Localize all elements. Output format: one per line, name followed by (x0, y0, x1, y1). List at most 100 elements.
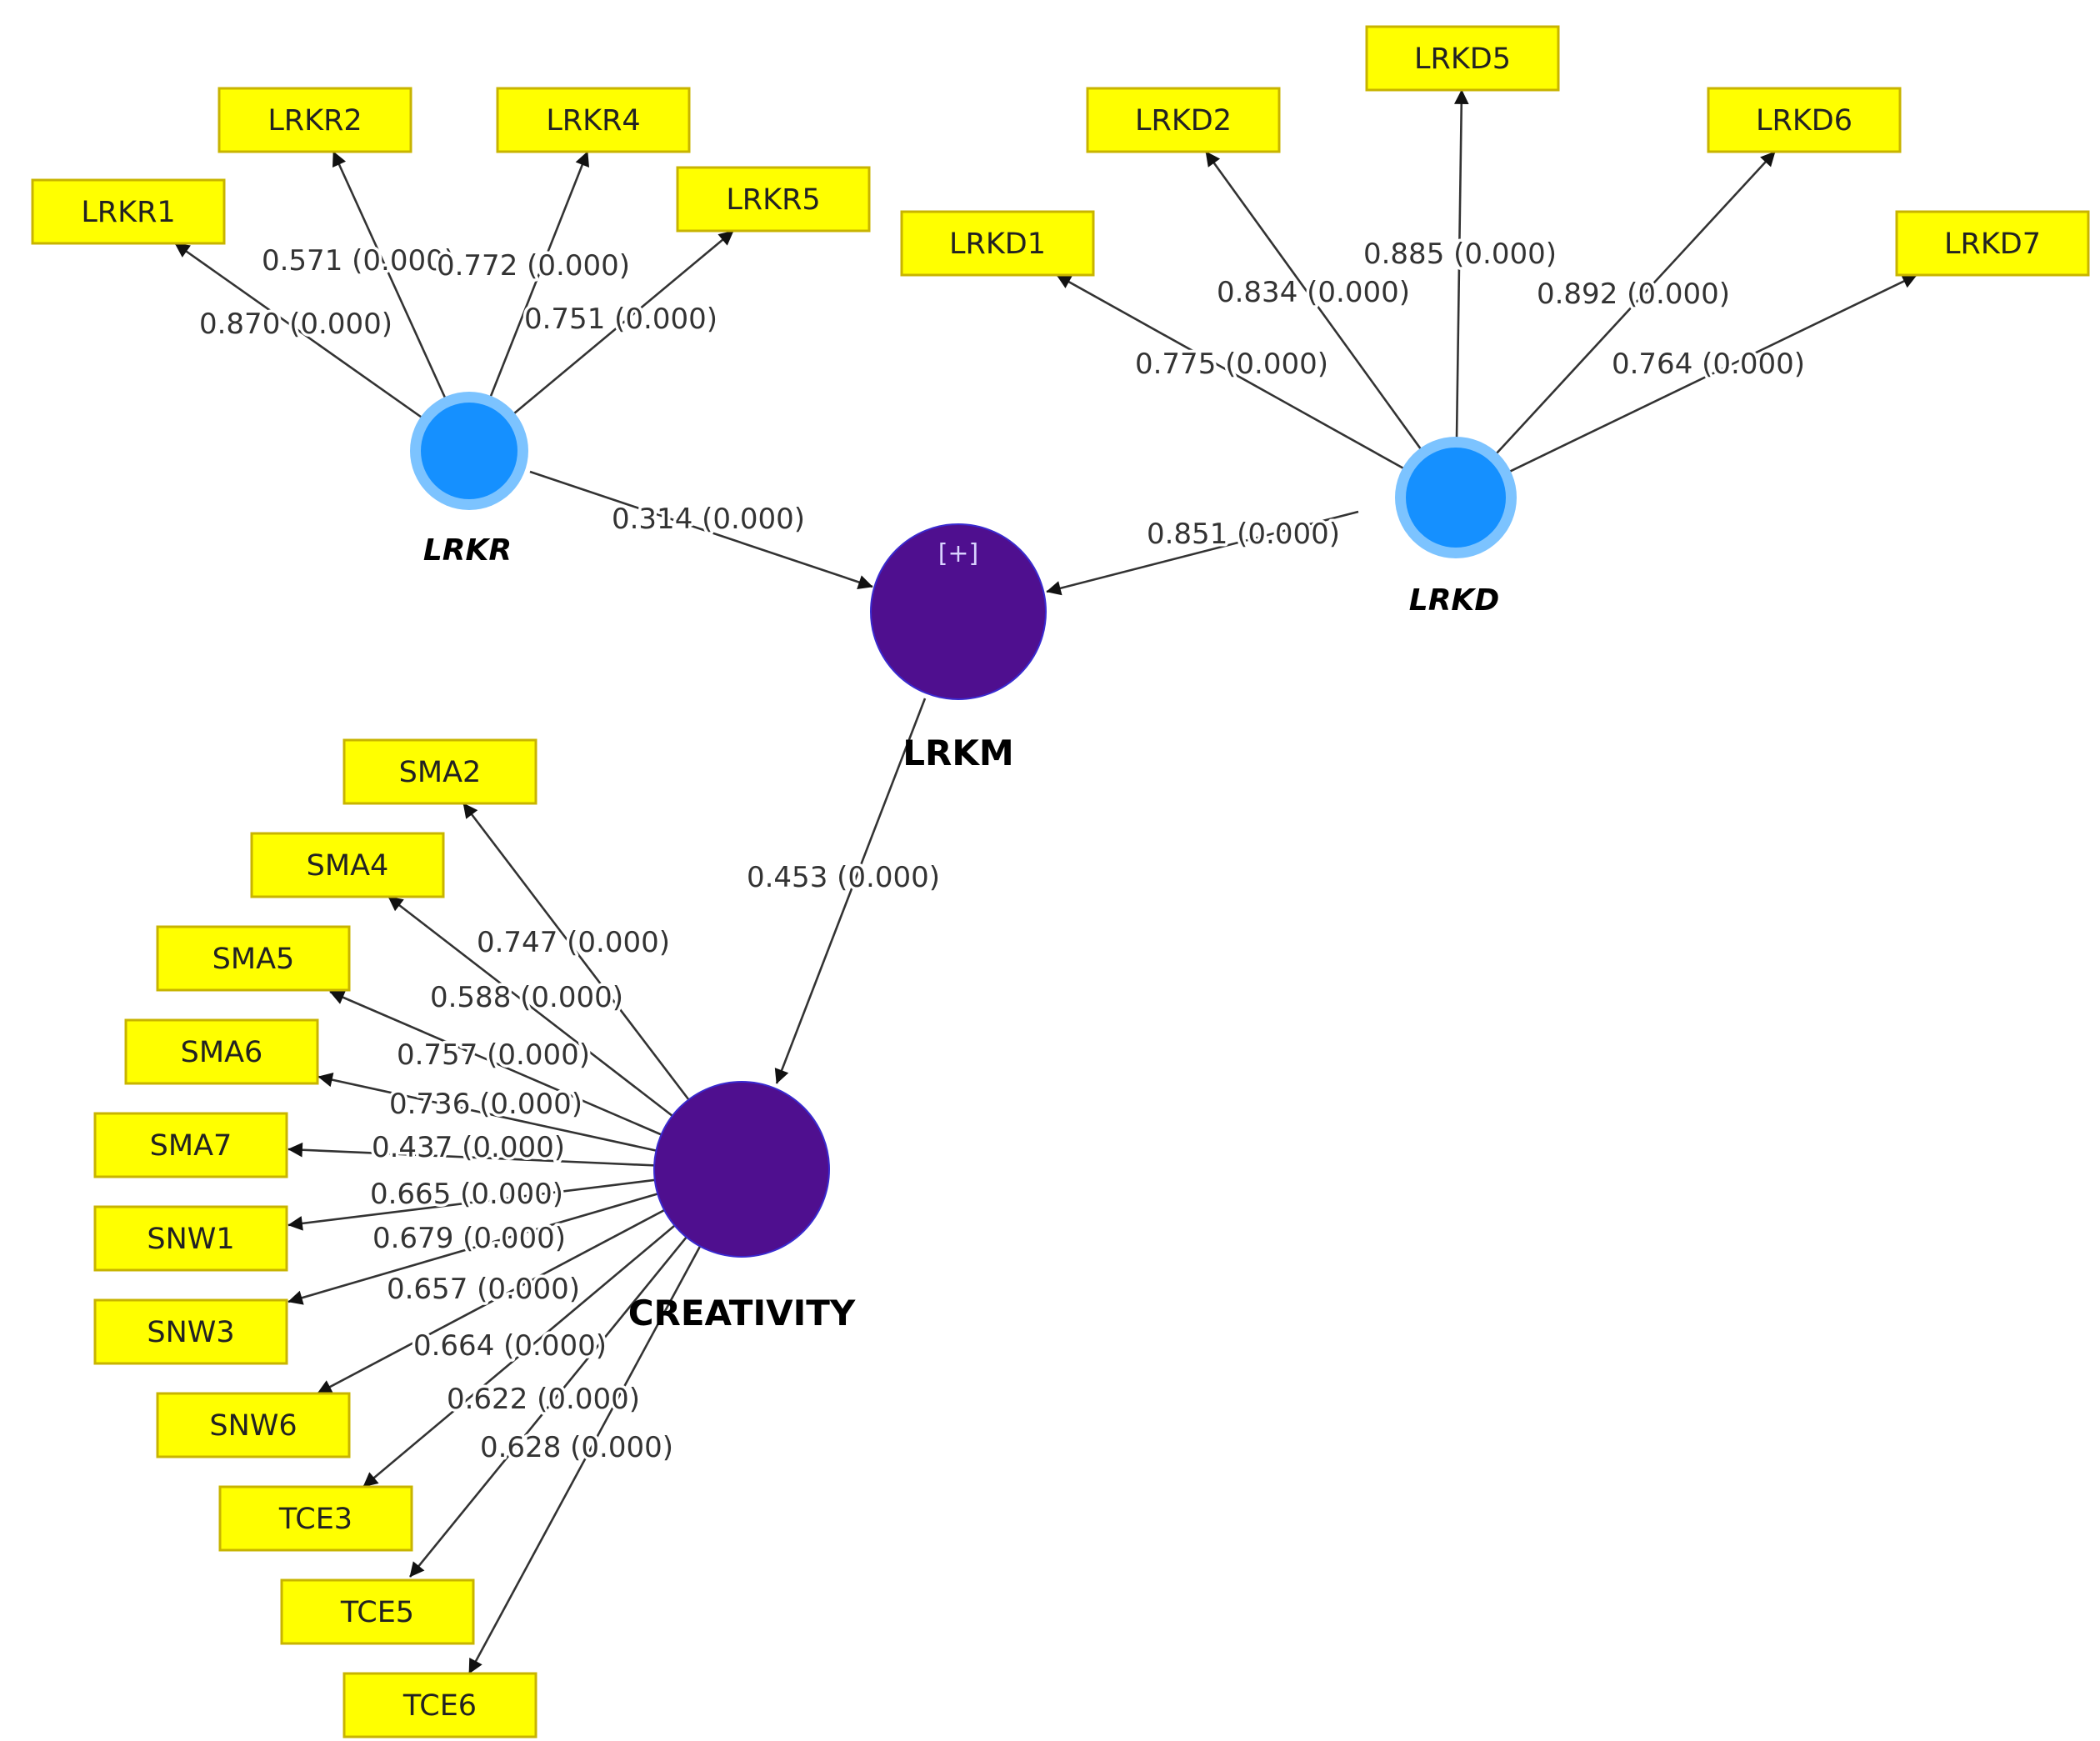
path-coefficient-lrkd-to-lrkm: 0.851 (0.000) (1147, 518, 1340, 551)
indicator-label: SMA6 (181, 1036, 263, 1069)
indicator-box[interactable] (93, 1112, 288, 1178)
loading-arrow-snw6 (317, 1205, 672, 1395)
loading-value-lrkr4: 0.772 (0.000) (437, 249, 630, 283)
construct-circle[interactable] (1406, 448, 1506, 548)
loading-arrow-lrkr2 (332, 151, 448, 403)
indicator-label: LRKD2 (1135, 104, 1232, 138)
indicator-tce3[interactable]: TCE3 (218, 1485, 413, 1552)
loading-arrow-lrkd5 (1454, 89, 1469, 442)
loading-value-lrkr2: 0.571 (0.000) (262, 244, 455, 278)
indicator-box[interactable] (93, 1298, 288, 1365)
indicator-box[interactable] (1365, 25, 1560, 92)
indicator-tce6[interactable]: TCE6 (342, 1672, 538, 1738)
indicator-box[interactable] (280, 1578, 475, 1645)
indicator-box[interactable] (124, 1018, 319, 1085)
loading-value-tce6: 0.628 (0.000) (480, 1431, 673, 1464)
indicator-box[interactable] (342, 738, 538, 805)
indicator-box[interactable] (676, 166, 871, 233)
indicator-label: TCE5 (340, 1596, 414, 1629)
indicator-box[interactable] (218, 1485, 413, 1552)
loading-value-tce5: 0.622 (0.000) (447, 1383, 640, 1416)
indicator-label: SMA5 (212, 943, 295, 976)
indicator-box[interactable] (900, 210, 1095, 277)
indicator-label: LRKD5 (1414, 43, 1511, 76)
indicator-box[interactable] (1895, 210, 2090, 277)
indicator-lrkr2[interactable]: LRKR2 (218, 87, 412, 153)
indicator-box[interactable] (31, 178, 226, 245)
construct-label: CREATIVITY (628, 1293, 856, 1333)
construct-circle[interactable] (653, 1081, 830, 1258)
edge-labels-layer: 0.870 (0.000) 0.571 (0.000)0.772 (0.000) 0… (196, 235, 1808, 1468)
loading-value-sma7: 0.437 (0.000) (372, 1131, 565, 1164)
loading-value-lrkr1: 0.870 (0.000) (199, 308, 392, 341)
loading-value-sma5: 0.757 (0.000) (397, 1038, 590, 1072)
indicator-sma5[interactable]: SMA5 (156, 925, 351, 992)
indicator-box[interactable] (156, 1392, 351, 1458)
loading-arrow-sma4 (388, 895, 679, 1122)
indicator-lrkd6[interactable]: LRKD6 (1707, 87, 1902, 153)
loading-value-lrkd7: 0.764 (0.000) (1612, 348, 1805, 381)
loading-arrow-tce5 (408, 1231, 692, 1578)
loading-arrow-snw3 (288, 1190, 665, 1305)
indicator-box[interactable] (156, 925, 351, 992)
construct-lrkd[interactable]: LRKD (1395, 437, 1517, 618)
construct-circle[interactable] (870, 523, 1047, 700)
indicator-box[interactable] (496, 87, 691, 153)
indicator-box[interactable] (1086, 87, 1281, 153)
path-arrow-lrkr-to-lrkm (529, 470, 873, 590)
loading-value-snw6: 0.657 (0.000) (387, 1273, 580, 1306)
indicator-lrkd5[interactable]: LRKD5 (1365, 25, 1560, 92)
construct-label: LRKR (423, 533, 512, 568)
indicator-label: LRKR1 (81, 196, 175, 229)
construct-lrkm[interactable]: [+] LRKM (870, 523, 1047, 773)
loading-value-sma6: 0.736 (0.000) (389, 1088, 582, 1121)
indicator-label: LRKD7 (1944, 228, 2041, 261)
indicator-label: SMA7 (150, 1129, 232, 1163)
loading-value-lrkd2: 0.834 (0.000) (1217, 276, 1410, 309)
indicator-box[interactable] (218, 87, 412, 153)
indicator-box[interactable] (1707, 87, 1902, 153)
indicator-label: SNW6 (209, 1409, 297, 1443)
construct-label: LRKM (902, 733, 1013, 773)
loading-value-sma2: 0.747 (0.000) (477, 926, 670, 959)
construct-circle[interactable] (421, 403, 518, 499)
expand-marker[interactable]: [+] (938, 539, 979, 568)
indicator-lrkd2[interactable]: LRKD2 (1086, 87, 1281, 153)
construct-creativity[interactable]: CREATIVITY (628, 1081, 856, 1333)
loading-arrow-lrkr4 (488, 151, 590, 401)
indicator-label: LRKD1 (949, 228, 1046, 261)
indicator-lrkd1[interactable]: LRKD1 (900, 210, 1095, 277)
indicator-sma4[interactable]: SMA4 (250, 832, 445, 898)
indicator-tce5[interactable]: TCE5 (280, 1578, 475, 1645)
loading-arrow-lrkr5 (510, 230, 734, 418)
loading-value-snw3: 0.679 (0.000) (372, 1222, 566, 1255)
construct-lrkr[interactable]: LRKR (410, 392, 528, 568)
loading-arrow-lrkd7 (1505, 273, 1918, 474)
indicator-snw1[interactable]: SNW1 (93, 1205, 288, 1272)
path-coefficient-lrkm-to-creativity: 0.453 (0.000) (747, 861, 940, 894)
indicator-sma7[interactable]: SMA7 (93, 1112, 288, 1178)
indicator-label: TCE6 (402, 1689, 477, 1723)
indicator-lrkr5[interactable]: LRKR5 (676, 166, 871, 233)
indicator-lrkd7[interactable]: LRKD7 (1895, 210, 2090, 277)
indicator-box[interactable] (93, 1205, 288, 1272)
construct-label: LRKD (1409, 583, 1499, 618)
indicator-snw6[interactable]: SNW6 (156, 1392, 351, 1458)
indicator-label: LRKR5 (726, 183, 820, 217)
indicator-box[interactable] (342, 1672, 538, 1738)
edges-layer (174, 89, 1918, 1674)
loading-value-lrkd6: 0.892 (0.000) (1537, 278, 1730, 311)
loading-arrow-sma5 (329, 990, 668, 1138)
indicator-label: LRKR2 (268, 104, 362, 138)
indicator-sma2[interactable]: SMA2 (342, 738, 538, 805)
indicator-label: LRKR4 (546, 104, 640, 138)
loading-arrow-snw1 (288, 1178, 662, 1231)
indicator-lrkr4[interactable]: LRKR4 (496, 87, 691, 153)
indicator-sma6[interactable]: SMA6 (124, 1018, 319, 1085)
indicator-lrkr1[interactable]: LRKR1 (31, 178, 226, 245)
indicator-box[interactable] (250, 832, 445, 898)
indicator-label: SNW3 (147, 1316, 234, 1349)
indicator-snw3[interactable]: SNW3 (93, 1298, 288, 1365)
path-arrow-lrkm-to-creativity (774, 698, 927, 1084)
